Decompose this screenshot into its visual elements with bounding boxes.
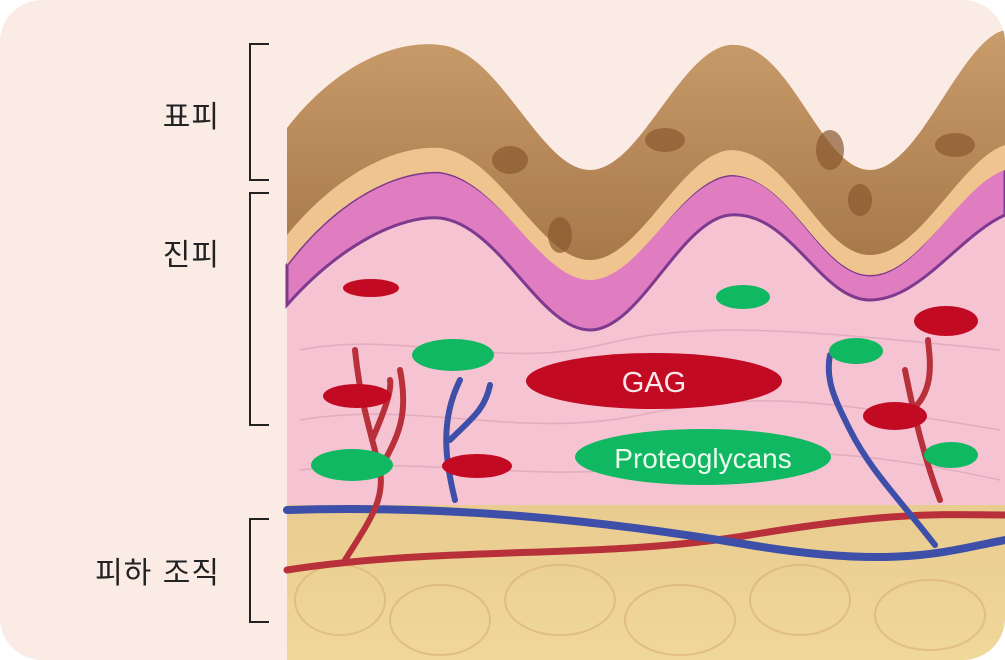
subcutaneous-label: 피하 조직 (95, 556, 220, 591)
epidermis-layer (287, 30, 1005, 260)
blood-vessels (283, 337, 1005, 574)
dermis-bracket (249, 192, 269, 426)
proteoglycans-ellipse (575, 429, 831, 485)
vein (283, 505, 1005, 562)
fat-cells (294, 564, 986, 656)
subcutaneous-bracket (249, 518, 269, 623)
gag-label: GAG (622, 367, 686, 399)
epidermis-bracket (249, 43, 269, 181)
gag-ellipse (526, 353, 782, 409)
gag-molecules (323, 279, 978, 478)
melanin-spots (492, 128, 975, 253)
dermis-label: 진피 (162, 238, 220, 273)
dermis-layer (287, 150, 1005, 505)
epidermis-label: 표피 (162, 100, 220, 135)
proteoglycan-molecules (311, 285, 978, 481)
proteoglycans-label: Proteoglycans (614, 443, 791, 474)
